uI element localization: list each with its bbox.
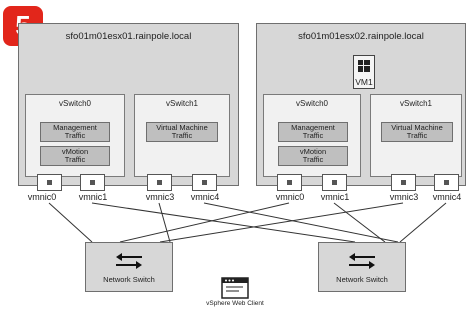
network-link: [333, 202, 386, 243]
host-title: sfo01m01esx02.rainpole.local: [298, 31, 424, 42]
network-link: [203, 202, 399, 243]
network-switch-left[interactable]: Network Switch: [85, 242, 173, 292]
portgroup-vmotion: vMotion Traffic: [278, 146, 348, 166]
nic-port: [37, 174, 62, 191]
nic-label: vmnic4: [190, 192, 220, 202]
vswitch1: vSwitch1 Virtual Machine Traffic: [370, 94, 462, 177]
nic-port: [147, 174, 172, 191]
bidirectional-arrows-icon: [349, 253, 375, 269]
host-esx02: sfo01m01esx02.rainpole.local vSwitch0 Ma…: [256, 23, 466, 186]
nic-port: [322, 174, 347, 191]
vm-label: VM1: [355, 77, 373, 87]
host-esx01: sfo01m01esx01.rainpole.local vSwitch0 Ma…: [18, 23, 239, 186]
host-title: sfo01m01esx01.rainpole.local: [65, 31, 192, 42]
vm-box[interactable]: VM1: [353, 55, 375, 89]
network-link: [159, 202, 404, 243]
network-link: [119, 202, 290, 243]
nic-label: vmnic1: [320, 192, 350, 202]
portgroup-vm-traffic: Virtual Machine Traffic: [146, 122, 218, 142]
nic-label: vmnic0: [275, 192, 305, 202]
network-switch-label: Network Switch: [336, 275, 388, 284]
nic-port: [434, 174, 459, 191]
nic-port: [192, 174, 217, 191]
nic-label: vmnic0: [27, 192, 57, 202]
vswitch1: vSwitch1 Virtual Machine Traffic: [134, 94, 230, 177]
network-link: [91, 202, 356, 243]
portgroup-management: Management Traffic: [40, 122, 110, 142]
nic-port: [277, 174, 302, 191]
portgroup-management: Management Traffic: [278, 122, 348, 142]
portgroup-vm-traffic: Virtual Machine Traffic: [381, 122, 453, 142]
vswitch-title: vSwitch1: [399, 99, 432, 108]
vswitch0: vSwitch0 Management Traffic vMotion Traf…: [25, 94, 125, 177]
vswitch-title: vSwitch0: [295, 99, 328, 108]
nic-label: vmnic3: [145, 192, 175, 202]
nic-label: vmnic4: [432, 192, 462, 202]
windows-logo-icon: [358, 60, 370, 72]
vswitch-title: vSwitch1: [165, 99, 198, 108]
nic-label: vmnic1: [78, 192, 108, 202]
vsphere-client-label: vSphere Web Client: [206, 300, 264, 307]
nic-label: vmnic3: [389, 192, 419, 202]
network-switch-right[interactable]: Network Switch: [318, 242, 406, 292]
network-link: [158, 202, 171, 243]
network-link: [399, 202, 447, 243]
nic-port: [391, 174, 416, 191]
network-link: [48, 202, 93, 243]
vswitch0: vSwitch0 Management Traffic vMotion Traf…: [263, 94, 361, 177]
network-switch-label: Network Switch: [103, 275, 155, 284]
vswitch-title: vSwitch0: [58, 99, 91, 108]
portgroup-vmotion: vMotion Traffic: [40, 146, 110, 166]
bidirectional-arrows-icon: [116, 253, 142, 269]
browser-window-icon[interactable]: [221, 277, 249, 299]
nic-port: [80, 174, 105, 191]
